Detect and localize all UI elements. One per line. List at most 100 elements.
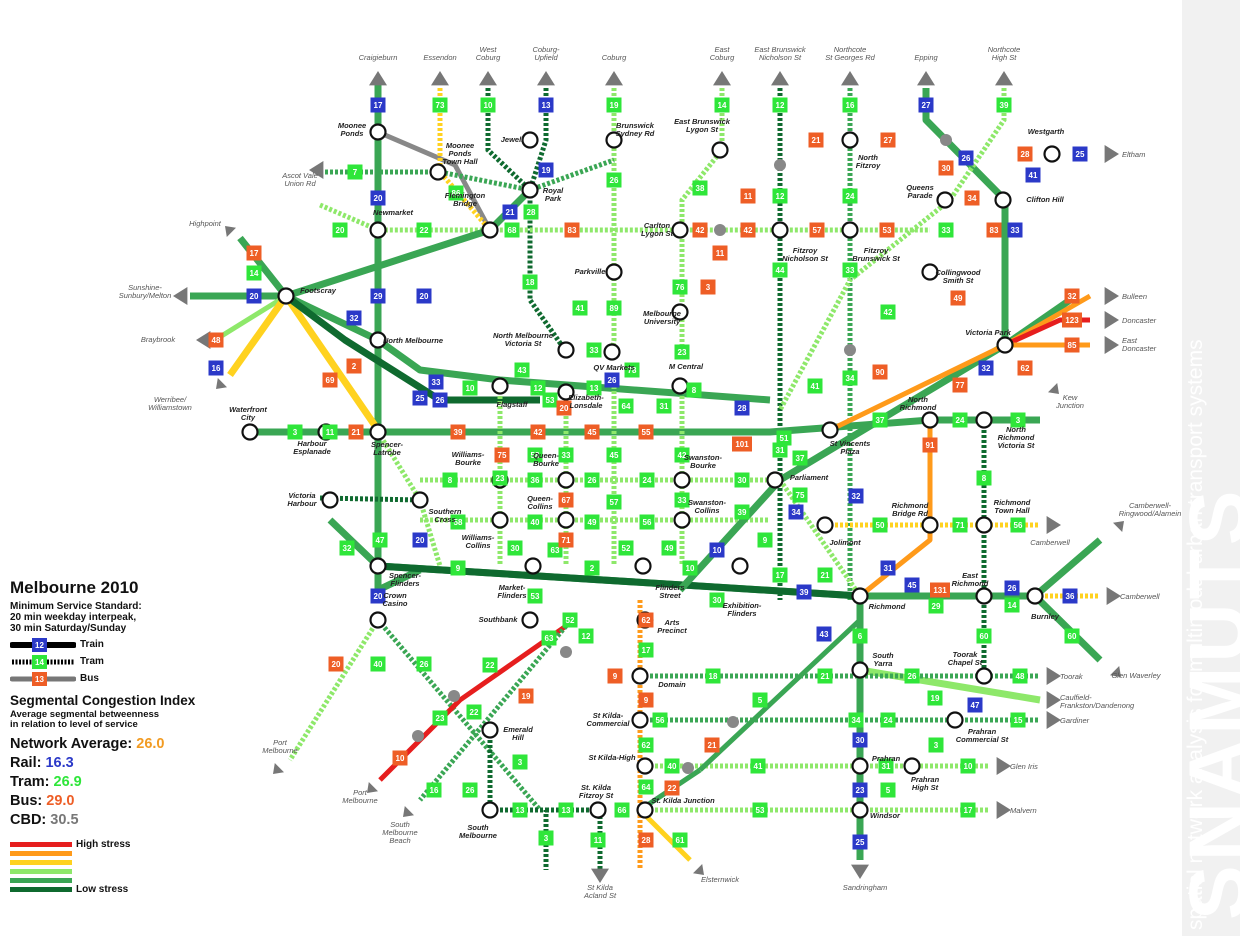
service-box-value: 21 [821,672,830,681]
service-box [522,274,538,290]
terminal-label-line: East [714,45,730,54]
station-label: Richmond [869,602,906,611]
service-box [502,204,518,220]
service-box [734,504,750,520]
service-box-value: 67 [562,496,571,505]
service-box [952,377,968,393]
bus-segment [828,293,1092,433]
tram-segment [319,202,930,233]
station-node [605,263,623,281]
service-box-value: 20 [560,404,569,413]
service-box-value: 62 [642,616,651,625]
terminal-arrow-icon [1106,587,1121,605]
terminal-arrow-icon [771,71,789,86]
terminal-label: Eltham [1122,150,1145,159]
service-box-value: 10 [713,546,722,555]
station-label-line: M Central [669,362,704,371]
bus-segment [378,623,568,782]
min-service-standard: Minimum Service Standard: 20 min weekday… [10,601,242,634]
station-label-line: Victoria [288,491,315,500]
stat-tram: Tram: 26.9 [10,773,242,792]
station-label-line: St. Kilda Junction [651,796,715,805]
station-node [369,331,387,349]
station-label-line: North [1006,425,1026,434]
station-label: Spencer-Flinders [389,571,422,588]
service-box [462,782,478,798]
stat-value: 16.3 [45,755,74,771]
service-box [558,447,574,463]
service-box-value: 71 [562,536,571,545]
tram-segment [487,730,549,870]
service-box-value: 21 [352,428,361,437]
service-box [558,802,574,818]
mode-row-train: 12 Train [10,636,242,653]
service-box-value: 53 [756,806,765,815]
service-box [734,472,750,488]
index-subtitle: Average segmental betweenness in relatio… [10,710,242,730]
mss-line: 20 min weekday interpeak, [10,612,137,623]
service-box-value: 37 [876,416,885,425]
service-box [734,400,750,416]
service-box-value: 58 [454,518,463,527]
service-box-value: 34 [852,716,861,725]
station-label-line: Emerald [503,725,533,734]
service-box [639,472,655,488]
service-box-value: 34 [792,508,801,517]
station-label-line: Prahran [911,775,940,784]
terminal-label: Elsternwick [701,875,740,884]
station-node [634,557,652,575]
service-box-value: 44 [776,266,785,275]
station-label: Exhibition-Flinders [723,601,762,618]
station-label-line: Plaza [840,447,859,456]
service-box [584,472,600,488]
station-label: Parkville [575,267,606,276]
station-node [711,141,729,159]
station-node [996,336,1014,354]
station-label-line: High St [912,783,939,792]
station-label-line: Spencer- [389,571,422,580]
station-label-line: Ponds [449,149,472,158]
junction-dot [714,224,726,236]
service-box-value: 25 [856,838,865,847]
terminal-label-line: Sunshine- [128,283,162,292]
station-node [321,491,339,509]
station-node [671,303,689,321]
legend-label-tram: Tram [80,656,104,667]
service-box-value: 31 [660,402,669,411]
service-box-value: 9 [763,536,768,545]
tram-line-swatch: 14 [12,654,74,669]
terminal-label-line: Port [353,788,368,797]
service-box [578,628,594,644]
service-box-value: 2 [352,362,357,371]
service-box-value: 75 [796,491,805,500]
service-box-value: 22 [470,708,479,717]
stress-low-label: Low stress [76,884,129,895]
service-box-value: 56 [643,518,652,527]
service-box-value: 20 [374,592,383,601]
service-box-value: 38 [696,184,705,193]
station-label-line: St Vincents [830,439,871,448]
station-label-line: Richmond [900,403,937,412]
service-box [514,362,530,378]
service-box-value: 28 [642,836,651,845]
terminal-arrow-icon [479,71,497,86]
station-node [851,757,869,775]
service-box [922,437,938,453]
service-box [842,188,858,204]
station-label: Westgarth [1028,127,1065,136]
station-label-line: Queen- [533,451,559,460]
terminal-label-line: Frankston/Dandenong [1060,701,1135,710]
service-box-value: 17 [374,101,383,110]
service-box [432,710,448,726]
station-label-line: Swanston- [684,453,722,462]
terminal-arrow-icon [591,868,609,883]
bus-line-swatch: 13 [10,671,76,686]
station-label: Parliament [790,473,829,482]
station-node [841,221,859,239]
station-label-line: Domain [658,680,686,689]
